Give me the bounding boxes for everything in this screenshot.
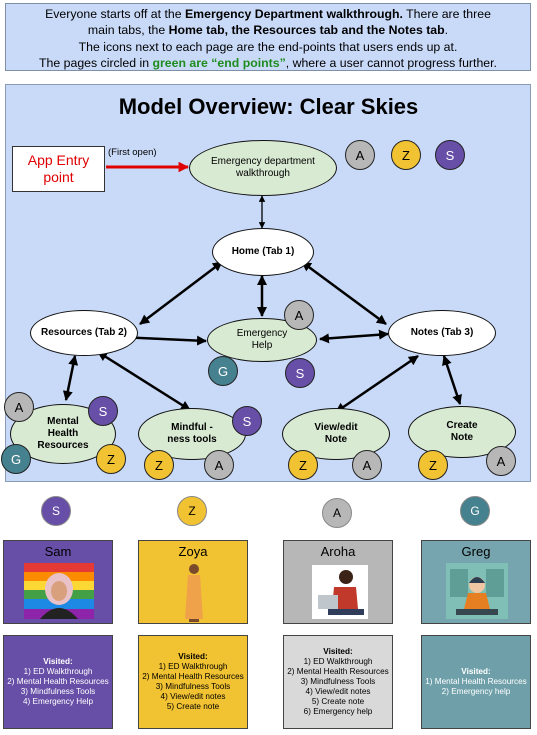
persona-card-sam: Sam — [3, 540, 113, 624]
visited-item: 4) View/edit notes — [160, 692, 226, 701]
badge-a-icon: A — [204, 450, 234, 480]
visited-heading: Visited: — [461, 667, 491, 676]
badge-a-icon: A — [4, 392, 34, 422]
visited-item: 5) Create note — [166, 702, 220, 711]
intro-text: The icons next to each page are the end-… — [78, 39, 458, 54]
intro-text: There are three — [402, 7, 491, 21]
node-resources: Resources (Tab 2) — [30, 310, 138, 356]
persona-name: Sam — [44, 544, 72, 559]
visited-item: 1) ED Walkthrough — [23, 667, 93, 676]
intro-box: Everyone starts off at the Emergency Dep… — [5, 3, 531, 71]
persona-card-greg: Greg — [421, 540, 531, 624]
persona-name: Aroha — [320, 544, 356, 559]
badge-a-icon: A — [284, 300, 314, 330]
visited-heading: Visited: — [43, 657, 73, 666]
intro-text: The pages circled in — [39, 55, 153, 70]
diagram-title: Model Overview: Clear Skies — [118, 94, 419, 119]
visited-item: 2) Mental Health Resources — [7, 677, 109, 686]
node-create-note: Create Note — [408, 406, 516, 458]
intro-text: . — [444, 23, 449, 38]
persona-badge-z-icon: Z — [177, 496, 207, 526]
node-home: Home (Tab 1) — [212, 228, 314, 276]
arrow-home-notes — [301, 260, 387, 326]
first-open-label: (First open) — [108, 147, 157, 158]
node-ed-walkthrough: Emergency department walkthrough — [189, 140, 337, 196]
arrow-notes-create — [442, 355, 462, 405]
arrow-notes-emergency — [319, 329, 389, 344]
visited-item: 3) Mindfulness Tools — [20, 687, 96, 696]
visited-item: 3) Mindfulness Tools — [155, 682, 231, 691]
visited-heading: Visited: — [323, 647, 353, 656]
badge-z-icon: Z — [144, 450, 174, 480]
aroha-avatar-icon — [312, 565, 368, 619]
visited-item: 4) Emergency Help — [22, 697, 94, 706]
persona-name: Greg — [461, 544, 491, 559]
visited-list-zoya: Visited: 1) ED Walkthrough 2) Mental Hea… — [138, 635, 248, 729]
visited-item: 1) ED Walkthrough — [303, 657, 373, 666]
arrow-resources-mental — [62, 355, 79, 401]
badge-a-icon: A — [486, 446, 516, 476]
intro-text: Everyone starts off at the — [45, 7, 185, 21]
visited-item: 4) View/edit notes — [305, 687, 371, 696]
badge-s-icon: S — [285, 358, 315, 388]
app-entry-point: App Entry point — [12, 146, 105, 192]
visited-heading: Visited: — [178, 652, 208, 661]
badge-s-icon: S — [232, 406, 262, 436]
node-emergency-help: Emergency Help — [207, 318, 317, 362]
greg-avatar-icon — [446, 563, 508, 619]
badge-a-icon: A — [352, 450, 382, 480]
badge-s-icon: S — [88, 396, 118, 426]
visited-list-sam: Visited: 1) ED Walkthrough 2) Mental Hea… — [3, 635, 113, 729]
visited-item: 2) Mental Health Resources — [287, 667, 389, 676]
visited-item: 1) Mental Health Resources — [425, 677, 527, 686]
visited-item: 3) Mindfulness Tools — [300, 677, 376, 686]
visited-item: 2) Mental Health Resources — [142, 672, 244, 681]
zoya-avatar-icon — [185, 564, 203, 622]
arrow-home-resources — [139, 261, 223, 325]
badge-z-icon: Z — [96, 444, 126, 474]
visited-item: 5) Create note — [311, 697, 365, 706]
persona-name: Zoya — [178, 544, 208, 559]
persona-card-aroha: Aroha — [283, 540, 393, 624]
persona-badge-s-icon: S — [41, 496, 71, 526]
visited-list-aroha: Visited: 1) ED Walkthrough 2) Mental Hea… — [283, 635, 393, 729]
visited-item: 6) Emergency help — [303, 707, 373, 716]
badge-g-icon: G — [1, 444, 31, 474]
badge-s-icon: S — [435, 140, 465, 170]
intro-bold-green: green are “end points” — [152, 55, 286, 70]
visited-item: 1) ED Walkthrough — [158, 662, 228, 671]
arrow-notes-view — [335, 354, 419, 414]
sam-avatar-icon — [24, 563, 94, 619]
badge-z-icon: Z — [391, 140, 421, 170]
intro-text: , where a user cannot progress further. — [285, 55, 497, 70]
badge-g-icon: G — [208, 356, 238, 386]
persona-badge-a-icon: A — [322, 498, 352, 528]
visited-item: 2) Emergency help — [441, 687, 511, 696]
intro-bold: Emergency Department walkthrough. — [184, 7, 403, 21]
badge-z-icon: Z — [288, 450, 318, 480]
persona-card-zoya: Zoya — [138, 540, 248, 624]
badge-z-icon: Z — [418, 450, 448, 480]
badge-a-icon: A — [345, 140, 375, 170]
intro-text: main tabs, the — [87, 23, 169, 38]
intro-bold: Home tab, the Resources tab and the Note… — [168, 23, 445, 38]
node-notes: Notes (Tab 3) — [388, 310, 496, 356]
arrow-resources-mindful — [97, 350, 191, 412]
persona-badge-g-icon: G — [460, 496, 490, 526]
visited-list-greg: Visited: 1) Mental Health Resources 2) E… — [421, 635, 531, 729]
